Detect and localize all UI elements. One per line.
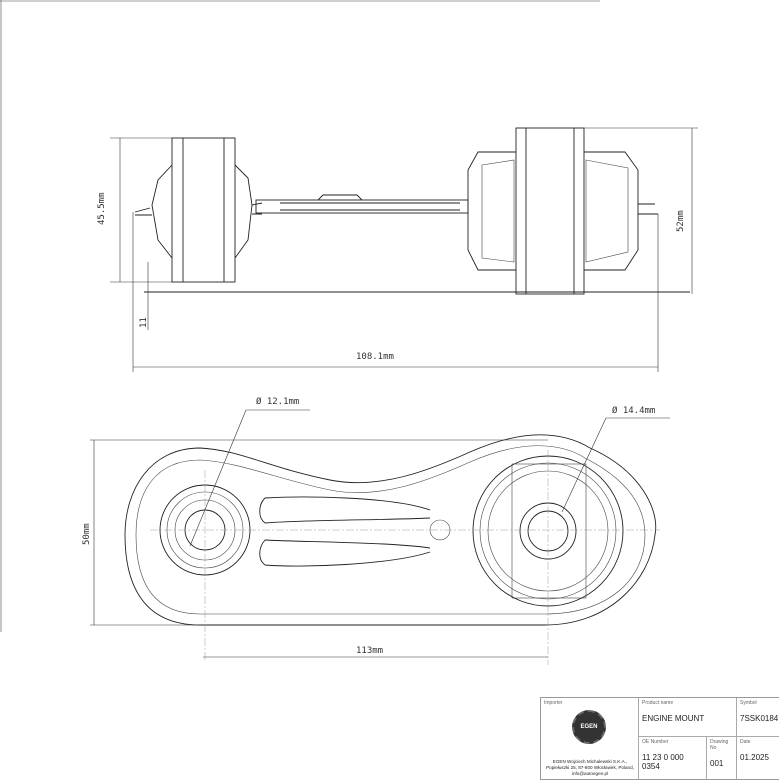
oe-number-label: OE Number xyxy=(642,739,669,745)
date-cell: Date 01.2025 xyxy=(736,736,779,779)
product-name: ENGINE MOUNT xyxy=(642,714,705,723)
title-block: Importer EGEN EGEN Wojciech Michalewski … xyxy=(540,697,779,780)
product-name-label: Product name xyxy=(642,700,674,706)
connecting-rod xyxy=(255,199,469,214)
left-bushing-sleeve xyxy=(171,137,236,283)
dim-offset: 11 xyxy=(139,317,149,328)
right-bushing-sleeve xyxy=(515,127,585,295)
date-label: Date xyxy=(740,739,751,745)
oe-number: 11 23 0 000 0354 xyxy=(642,753,684,771)
dim-center-distance: 113mm xyxy=(356,646,383,656)
side-view: 45.5mm 52mm 11 108.1mm xyxy=(97,127,698,372)
importer-cell: Importer EGEN EGEN Wojciech Michalewski … xyxy=(541,698,638,779)
symbol-label: Symbol xyxy=(740,700,757,706)
product-name-cell: Product name ENGINE MOUNT xyxy=(638,698,736,736)
date: 01.2025 xyxy=(740,753,769,762)
dim-height-left: 45.5mm xyxy=(97,192,107,225)
top-view: 50mm 113mm Ø 12.1mm Ø 14.4mm xyxy=(82,396,670,665)
symbol: 7SSK0184 xyxy=(740,714,779,723)
dim-diameter-right: Ø 14.4mm xyxy=(612,405,655,416)
dim-length-side: 108.1mm xyxy=(356,352,394,362)
drawing-no-cell: Drawing No 001 xyxy=(706,736,736,779)
symbol-cell: Symbol 7SSK0184 xyxy=(736,698,779,736)
dim-diameter-left: Ø 12.1mm xyxy=(256,396,299,407)
drawing-no-label: Drawing No xyxy=(710,739,729,751)
egen-logo: EGEN xyxy=(572,710,606,744)
dim-width-top: 50mm xyxy=(82,523,92,545)
mount-outline xyxy=(124,434,657,626)
dim-height-right: 52mm xyxy=(676,210,686,232)
importer-address: EGEN Wojciech Michalewski S.K.A., Popieł… xyxy=(546,759,634,776)
logo-text: EGEN xyxy=(580,724,598,730)
oe-number-cell: OE Number 11 23 0 000 0354 xyxy=(638,736,706,779)
drawing-no: 001 xyxy=(710,759,724,768)
importer-label: Importer xyxy=(544,700,563,706)
